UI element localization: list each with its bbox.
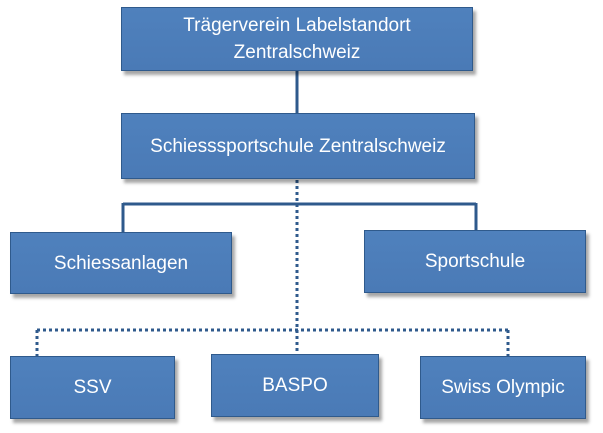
root-node-line1: Trägerverein Labelstandort	[183, 15, 411, 36]
swiss-olympic-node: Swiss Olympic	[420, 356, 586, 419]
sportschule-node-label: Sportschule	[424, 251, 526, 272]
baspo-node-label: BASPO	[262, 375, 328, 396]
root-node-line2: Zentralschweiz	[233, 42, 361, 63]
ssv-node-label: SSV	[73, 377, 112, 398]
school-node-label: Schiesssportschule Zentralschweiz	[150, 135, 446, 157]
schiessanlagen-node: Schiessanlagen	[10, 232, 232, 294]
ssv-node: SSV	[10, 356, 175, 419]
root-node: Trägerverein Labelstandort Zentralschwei…	[121, 7, 473, 71]
school-node: Schiesssportschule Zentralschweiz	[121, 113, 475, 179]
baspo-node: BASPO	[211, 354, 379, 417]
schiessanlagen-node-label: Schiessanlagen	[53, 252, 189, 274]
sportschule-node: Sportschule	[364, 230, 586, 293]
swiss-olympic-node-label: Swiss Olympic	[441, 377, 565, 398]
